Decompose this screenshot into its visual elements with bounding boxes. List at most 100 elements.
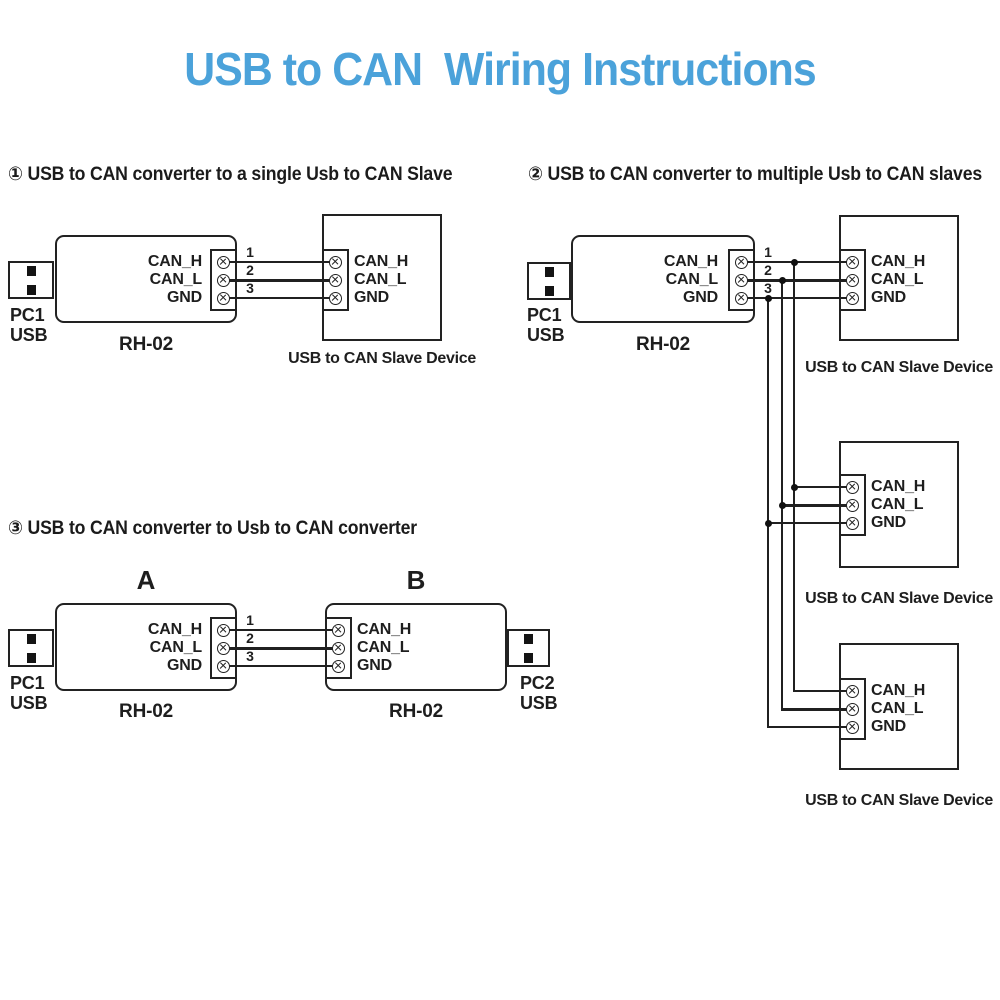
pin-label-can-l: CAN_L xyxy=(357,639,410,656)
wire-can-h xyxy=(223,261,336,263)
screw-terminal-icon xyxy=(735,273,748,287)
screw-terminal-icon xyxy=(846,273,859,287)
screw-terminal-icon xyxy=(217,273,230,287)
usb-plug-icon xyxy=(8,261,54,299)
section-3-heading: ③ USB to CAN converter to Usb to CAN con… xyxy=(8,518,417,539)
pin-label-gnd: GND xyxy=(871,718,906,735)
pin-label-can-l: CAN_L xyxy=(354,271,407,288)
branch-wire-can-h xyxy=(793,486,853,488)
pin-label-can-l: CAN_L xyxy=(871,271,924,288)
junction-dot xyxy=(764,294,772,302)
junction-dot xyxy=(790,483,798,491)
converter-body xyxy=(571,235,755,323)
junction-dot xyxy=(778,276,786,284)
wire-can-l xyxy=(223,647,339,650)
screw-terminal-icon xyxy=(332,659,345,673)
screw-terminal-icon xyxy=(329,291,342,305)
pin-label-gnd: GND xyxy=(683,289,718,306)
wire-gnd xyxy=(741,297,853,299)
usb-contact-pin xyxy=(544,266,554,277)
wire-number: 3 xyxy=(246,648,254,664)
slave-caption: USB to CAN Slave Device xyxy=(288,350,476,367)
port-label-pc1: PC1 xyxy=(10,305,45,325)
pin-label-can-h: CAN_H xyxy=(147,253,202,270)
screw-terminal-icon xyxy=(735,255,748,269)
pin-label-can-l: CAN_L xyxy=(665,271,719,288)
converter-body xyxy=(55,603,237,691)
screw-terminal-icon xyxy=(332,623,345,637)
model-label: RH-02 xyxy=(636,334,690,355)
screw-terminal-icon xyxy=(217,623,230,637)
pin-label-can-h: CAN_H xyxy=(354,253,409,270)
wire-number: 1 xyxy=(246,612,254,628)
port-label-usb: USB xyxy=(10,693,48,713)
wire-number: 1 xyxy=(246,244,254,260)
usb-contact-pin xyxy=(544,285,554,296)
wire-number: 2 xyxy=(246,262,254,278)
screw-terminal-icon xyxy=(217,659,230,673)
converter-body xyxy=(325,603,507,691)
branch-wire-can-l xyxy=(781,504,853,507)
usb-plug-icon xyxy=(507,629,550,667)
screw-terminal-icon xyxy=(329,273,342,287)
pin-label-can-h: CAN_H xyxy=(147,621,202,638)
pin-label-can-h: CAN_H xyxy=(357,621,412,638)
screw-terminal-icon xyxy=(846,516,859,530)
slave-caption: USB to CAN Slave Device xyxy=(805,792,993,809)
port-label-pc2: PC2 xyxy=(520,673,555,693)
screw-terminal-icon xyxy=(846,291,859,305)
model-label: RH-02 xyxy=(119,334,173,355)
pin-label-can-h: CAN_H xyxy=(871,682,926,699)
pin-label-gnd: GND xyxy=(167,657,202,674)
pin-label-gnd: GND xyxy=(871,514,906,531)
screw-terminal-icon xyxy=(329,255,342,269)
screw-terminal-icon xyxy=(846,480,859,494)
port-label-pc1: PC1 xyxy=(527,305,562,325)
wire-number: 1 xyxy=(764,244,772,260)
branch-wire-gnd xyxy=(767,522,853,524)
usb-contact-pin xyxy=(26,284,36,295)
usb-contact-pin xyxy=(26,633,36,644)
page-title: USB to CAN Wiring Instructions xyxy=(184,43,816,95)
usb-contact-pin xyxy=(26,652,36,663)
converter-a-label: A xyxy=(136,565,156,595)
usb-contact-pin xyxy=(26,265,36,276)
screw-terminal-icon xyxy=(846,720,859,734)
slave-caption: USB to CAN Slave Device xyxy=(805,590,993,607)
branch-wire-can-h xyxy=(793,690,853,692)
pin-label-can-h: CAN_H xyxy=(871,253,926,270)
junction-dot xyxy=(764,519,772,527)
screw-terminal-icon xyxy=(217,255,230,269)
model-label: RH-02 xyxy=(119,701,173,722)
wire-gnd xyxy=(223,297,336,299)
screw-terminal-icon xyxy=(217,291,230,305)
section-1-heading: ① USB to CAN converter to a single Usb t… xyxy=(8,164,453,185)
port-label-usb: USB xyxy=(527,325,565,345)
pin-label-can-l: CAN_L xyxy=(149,639,203,656)
wire-can-l xyxy=(741,279,853,282)
wire-number: 2 xyxy=(246,630,254,646)
branch-wire-gnd xyxy=(767,726,853,728)
usb-plug-icon xyxy=(8,629,54,667)
screw-terminal-icon xyxy=(846,684,859,698)
converter-b-label: B xyxy=(406,565,426,595)
screw-terminal-icon xyxy=(846,702,859,716)
pin-label-can-l: CAN_L xyxy=(871,700,924,717)
screw-terminal-icon xyxy=(217,641,230,655)
junction-dot xyxy=(790,258,798,266)
section-2-heading: ② USB to CAN converter to multiple Usb t… xyxy=(528,164,982,185)
port-label-usb: USB xyxy=(520,693,558,713)
wire-can-l xyxy=(223,279,336,282)
bus-wire-gnd xyxy=(767,297,769,728)
pin-label-gnd: GND xyxy=(357,657,392,674)
model-label: RH-02 xyxy=(389,701,443,722)
wire-gnd xyxy=(223,665,339,667)
usb-contact-pin xyxy=(524,652,533,663)
slave-caption: USB to CAN Slave Device xyxy=(805,359,993,376)
screw-terminal-icon xyxy=(332,641,345,655)
usb-plug-icon xyxy=(527,262,571,300)
wire-can-h xyxy=(223,629,339,631)
port-label-usb: USB xyxy=(10,325,48,345)
pin-label-can-l: CAN_L xyxy=(149,271,203,288)
port-label-pc1: PC1 xyxy=(10,673,45,693)
